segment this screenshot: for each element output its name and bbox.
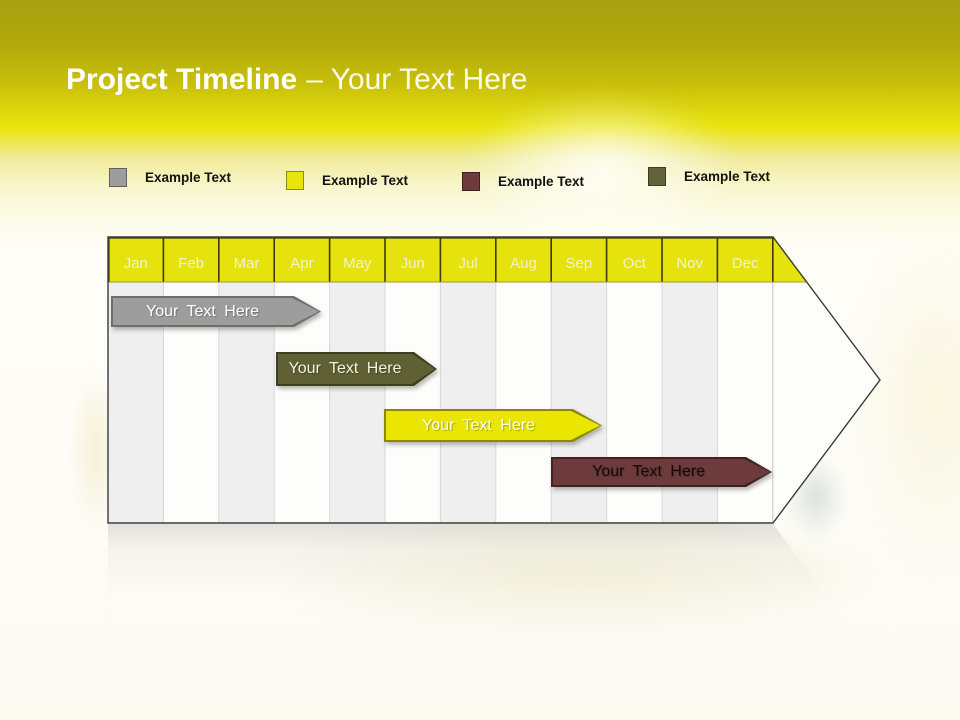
- bar-arrow-shape: Your Text Here: [384, 409, 602, 442]
- title-placeholder: – Your Text Here: [306, 63, 528, 96]
- column-gridlines: [162, 282, 774, 523]
- bar-arrow-fill: [278, 354, 435, 384]
- title-main: Project Timeline: [66, 63, 298, 96]
- month-label-nov: Nov: [676, 255, 703, 272]
- legend-item-maroon: Example Text: [462, 172, 584, 191]
- legend-label: Example Text: [145, 170, 232, 185]
- legend-label: Example Text: [684, 169, 771, 184]
- bar-arrow-fill: [553, 459, 770, 485]
- timeline-bar-olive: Your Text Here: [276, 352, 437, 386]
- month-label-jun: Jun: [401, 255, 425, 272]
- bar-label: Your Text Here: [592, 463, 705, 480]
- timeline-bar-gray: Your Text Here: [111, 296, 321, 327]
- timeline-chart: Jan Feb Mar Apr May Jun Jul Aug Sep Oct …: [107, 236, 881, 524]
- bar-label: Your Text Here: [146, 302, 259, 320]
- legend-label: Example Text: [498, 174, 585, 189]
- month-label-aug: Aug: [510, 255, 537, 272]
- timeline-bar-yellow: Your Text Here: [384, 409, 602, 442]
- month-label-apr: Apr: [290, 255, 313, 272]
- chart-reflection: [108, 524, 880, 720]
- bar-arrow-shape: Your Text Here: [551, 457, 772, 487]
- background-image-reflection-blob: [270, 512, 890, 632]
- legend-item-olive: Example Text: [648, 167, 770, 186]
- bar-arrow-shape: Your Text Here: [276, 352, 437, 386]
- month-label-jul: Jul: [459, 255, 478, 272]
- legend-item-yellow: Example Text: [286, 171, 408, 190]
- month-label-may: May: [343, 255, 372, 272]
- month-label-sep: Sep: [566, 255, 593, 272]
- bar-label: Your Text Here: [288, 360, 402, 377]
- bar-arrow-fill: [386, 411, 600, 440]
- legend-swatch-yellow: [286, 171, 304, 190]
- slide-title: Project Timeline– Your Text Here: [66, 62, 527, 98]
- month-label-dec: Dec: [732, 255, 759, 272]
- month-label-jan: Jan: [124, 255, 148, 272]
- legend-label: Example Text: [322, 173, 409, 188]
- timeline-bar-maroon: Your Text Here: [551, 457, 772, 487]
- legend-swatch-maroon: [462, 172, 480, 191]
- month-label-mar: Mar: [234, 255, 260, 272]
- month-label-feb: Feb: [178, 255, 204, 272]
- bar-label: Your Text Here: [422, 416, 535, 434]
- month-header-band: [108, 237, 880, 282]
- month-label-oct: Oct: [623, 255, 647, 272]
- legend-item-gray: Example Text: [109, 168, 231, 187]
- bar-arrow-fill: [113, 298, 319, 325]
- legend-swatch-gray: [109, 168, 127, 187]
- month-header-dividers: [108, 237, 818, 283]
- legend-swatch-olive: [648, 167, 666, 186]
- arrow-outline: [107, 236, 881, 524]
- bar-arrow-shape: Your Text Here: [111, 296, 321, 327]
- month-labels: Jan Feb Mar Apr May Jun Jul Aug Sep Oct …: [124, 255, 759, 272]
